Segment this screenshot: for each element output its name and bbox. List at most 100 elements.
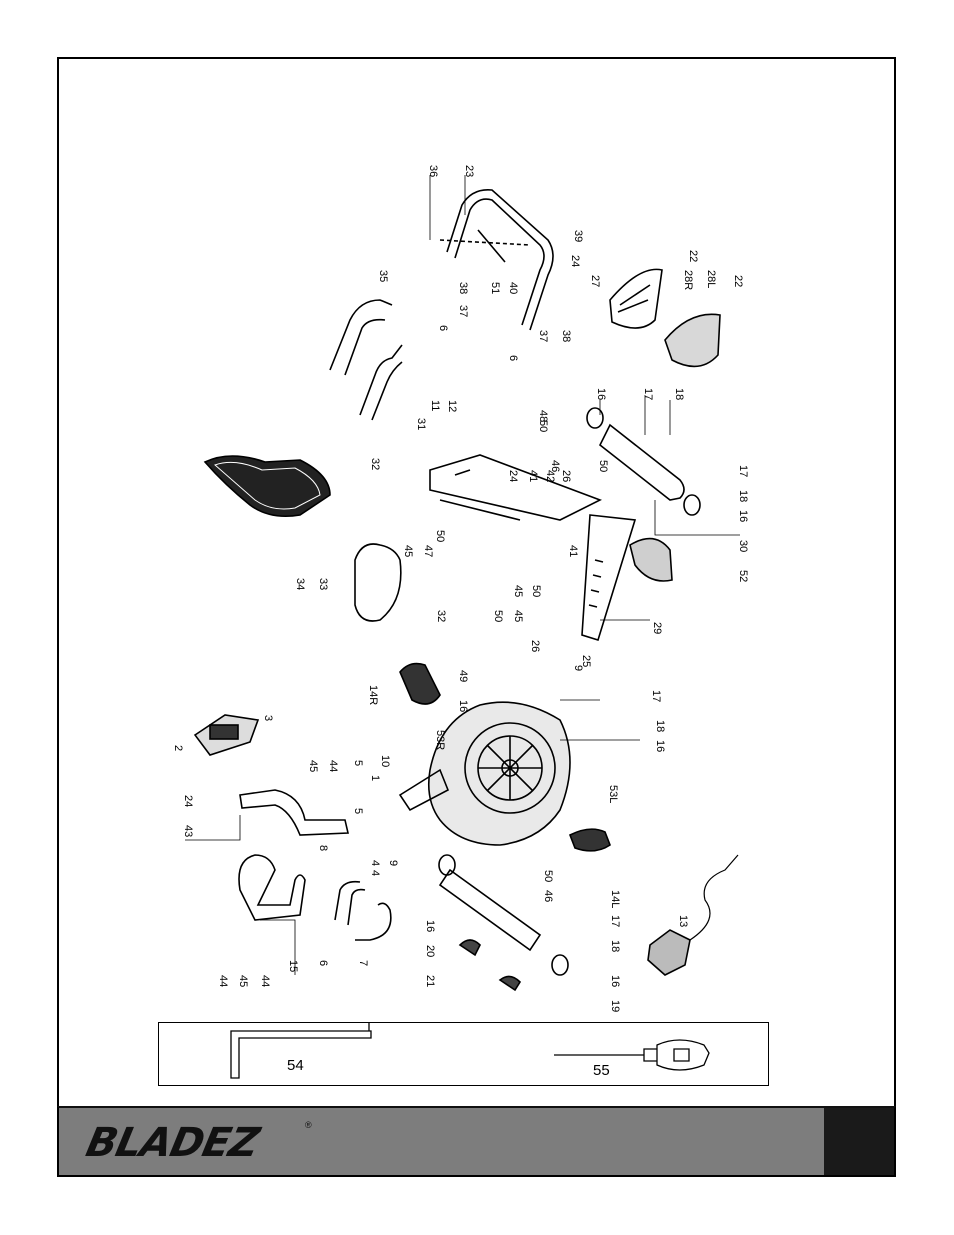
part-label: 17 xyxy=(609,915,621,927)
console-2 xyxy=(193,714,260,756)
part-label: 18 xyxy=(673,388,685,400)
allen-wrench-label: 54 xyxy=(287,1057,304,1074)
part-label: 50 xyxy=(434,530,446,542)
part-label: 14L xyxy=(609,890,621,908)
part-label: 40 xyxy=(507,282,519,294)
part-label: 45 xyxy=(237,975,249,987)
part-label: 52 xyxy=(737,570,749,582)
part-label: 29 xyxy=(651,622,663,634)
transport-wheels xyxy=(458,939,522,992)
part-label: 26 xyxy=(560,470,572,482)
part-label: 53R xyxy=(434,730,446,750)
side-cover-28L xyxy=(664,313,721,368)
part-label: 37 xyxy=(537,330,549,342)
pedal-14L xyxy=(568,828,611,852)
seat-rail-42 xyxy=(429,454,602,521)
part-label: 37 xyxy=(457,305,469,317)
front-stabilizer-19 xyxy=(438,854,569,976)
part-label: 46 xyxy=(549,460,561,472)
side-cover-28R xyxy=(609,268,663,329)
part-label: 28L xyxy=(705,270,717,288)
rear-stabilizer-30 xyxy=(586,407,701,516)
part-label: 5 xyxy=(352,808,364,814)
part-label: 36 xyxy=(427,165,439,177)
part-label: 9 xyxy=(572,665,584,671)
part-label: 43 xyxy=(182,825,194,837)
part-label: 22 xyxy=(732,275,744,287)
part-label: 20 xyxy=(424,945,436,957)
part-label: 13 xyxy=(677,915,689,927)
part-label: 49 xyxy=(457,670,469,682)
part-label: 19 xyxy=(609,1000,621,1012)
part-label: 9 xyxy=(387,860,399,866)
part-label: 34 xyxy=(294,578,306,590)
part-label: 16 xyxy=(737,510,749,522)
part-label: 16 xyxy=(424,920,436,932)
power-adapter-13 xyxy=(647,854,739,976)
part-label: 50 xyxy=(542,870,554,882)
pedal-14R xyxy=(399,662,441,705)
part-label: 50 xyxy=(537,420,549,432)
front-grips-7 xyxy=(334,880,392,941)
front-tube xyxy=(398,768,450,812)
part-label: 14R xyxy=(367,685,379,705)
part-label: 45 xyxy=(307,760,319,772)
part-label: 25 xyxy=(580,655,592,667)
part-label: 21 xyxy=(424,975,436,987)
part-label: 50 xyxy=(530,585,542,597)
front-handlebar-15 xyxy=(238,854,306,921)
part-label: 26 xyxy=(529,640,541,652)
part-label: 24 xyxy=(182,795,194,807)
part-label: 4 xyxy=(369,870,381,876)
tools-box: 54 55 xyxy=(158,1022,769,1086)
page-number-block xyxy=(824,1108,894,1175)
part-label: 53L xyxy=(607,785,619,803)
part-label: 23 xyxy=(463,165,475,177)
part-label: 6 xyxy=(317,960,329,966)
part-label: 38 xyxy=(457,282,469,294)
part-label: 47 xyxy=(422,545,434,557)
part-label: 1 xyxy=(369,775,381,781)
allen-wrench-icon xyxy=(230,1023,372,1079)
part-label: 31 xyxy=(415,418,427,430)
part-label: 44 xyxy=(259,975,271,987)
part-label: 17 xyxy=(650,690,662,702)
brand-logo: BLADEZ xyxy=(82,1120,263,1166)
part-label: 32 xyxy=(369,458,381,470)
part-label: 48 xyxy=(537,410,549,422)
part-label: 41 xyxy=(527,470,539,482)
part-label: 35 xyxy=(377,270,389,282)
part-label: 6 xyxy=(507,355,519,361)
part-label: 30 xyxy=(737,540,749,552)
part-label: 8 xyxy=(317,845,329,851)
screwdriver-label: 55 xyxy=(593,1062,610,1079)
part-label: 32 xyxy=(435,610,447,622)
part-label: 18 xyxy=(654,720,666,732)
part-label: 45 xyxy=(402,545,414,557)
part-label: 2 xyxy=(172,745,184,751)
part-label: 28R xyxy=(682,270,694,290)
part-label: 42 xyxy=(544,470,556,482)
part-label: 11 xyxy=(429,400,441,411)
part-label: 16 xyxy=(457,700,469,712)
part-label: 44 xyxy=(327,760,339,772)
tools-drawing xyxy=(230,1023,710,1079)
part-label: 15 xyxy=(287,960,299,972)
part-label: 4 xyxy=(369,860,381,866)
rear-cover-52 xyxy=(629,537,673,582)
part-label: 46 xyxy=(542,890,554,902)
part-label: 5 xyxy=(352,760,364,766)
registered-mark: ® xyxy=(305,1120,312,1130)
seat-post-29 xyxy=(581,514,637,642)
part-label: 17 xyxy=(737,465,749,477)
part-label: 17 xyxy=(642,388,654,400)
part-label: 16 xyxy=(609,975,621,987)
part-label: 50 xyxy=(597,460,609,472)
part-label: 22 xyxy=(687,250,699,262)
seat-cushion-33 xyxy=(354,543,402,622)
seat-backrest-34 xyxy=(203,455,331,518)
part-label: 41 xyxy=(567,545,579,557)
part-label: 7 xyxy=(357,960,369,966)
